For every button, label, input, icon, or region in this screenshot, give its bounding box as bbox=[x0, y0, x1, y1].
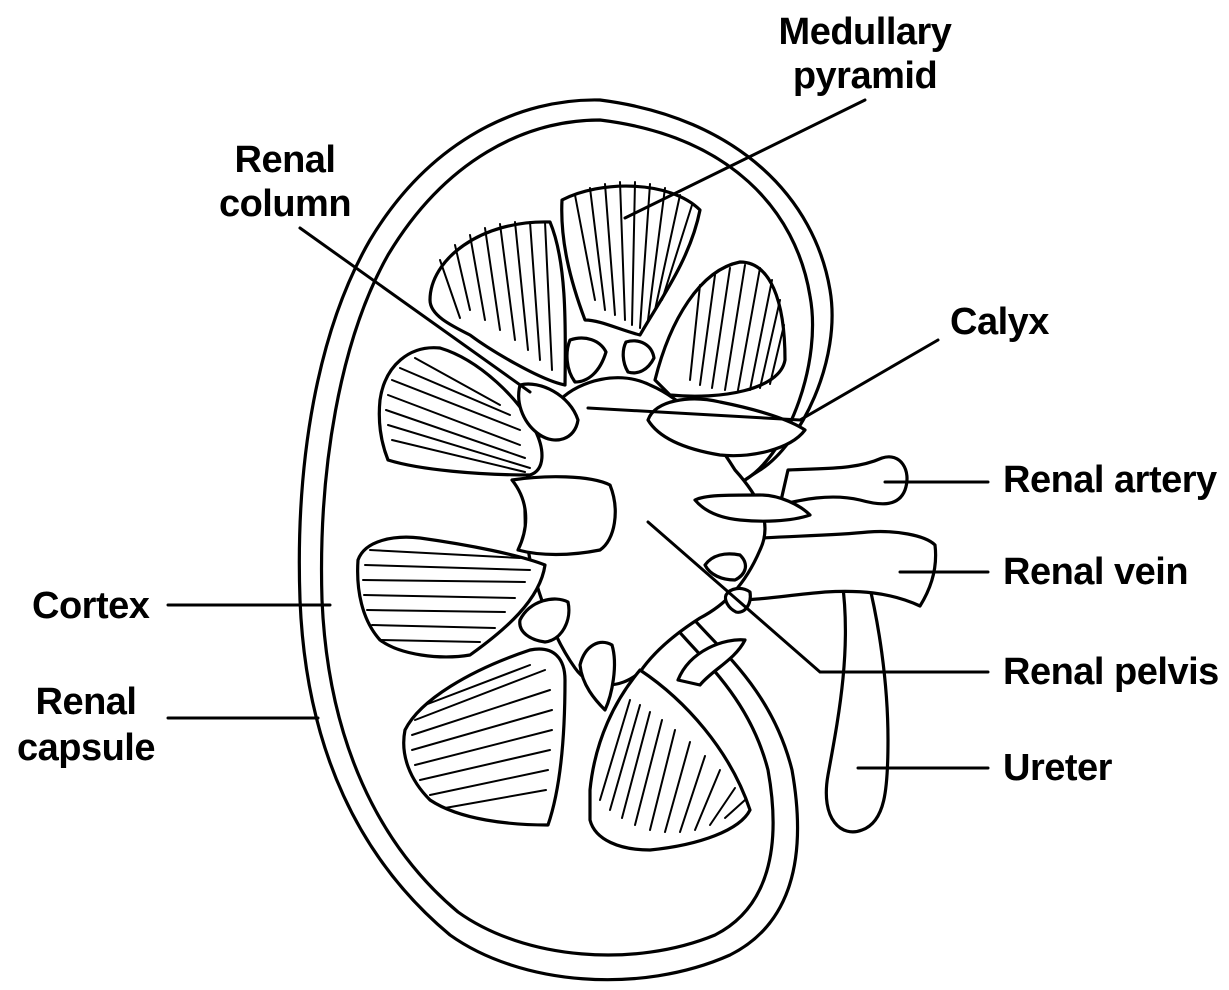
calyx-mid-left bbox=[512, 477, 615, 555]
label-renal-artery: Renal artery bbox=[1003, 459, 1217, 501]
ureter bbox=[826, 580, 888, 832]
label-calyx: Calyx bbox=[950, 301, 1049, 343]
label-renal-capsule-line2: capsule bbox=[17, 727, 155, 769]
label-renal-pelvis: Renal pelvis bbox=[1003, 651, 1219, 693]
label-renal-column-line2: column bbox=[219, 183, 351, 225]
label-renal-vein: Renal vein bbox=[1003, 551, 1188, 593]
label-renal-capsule-line1: Renal bbox=[36, 681, 137, 723]
label-renal-column-line1: Renal bbox=[235, 139, 336, 181]
label-medullary-pyramid-line2: pyramid bbox=[793, 55, 937, 97]
label-cortex: Cortex bbox=[32, 585, 150, 627]
label-ureter: Ureter bbox=[1003, 747, 1113, 789]
label-medullary-pyramid-line1: Medullary bbox=[779, 11, 952, 53]
